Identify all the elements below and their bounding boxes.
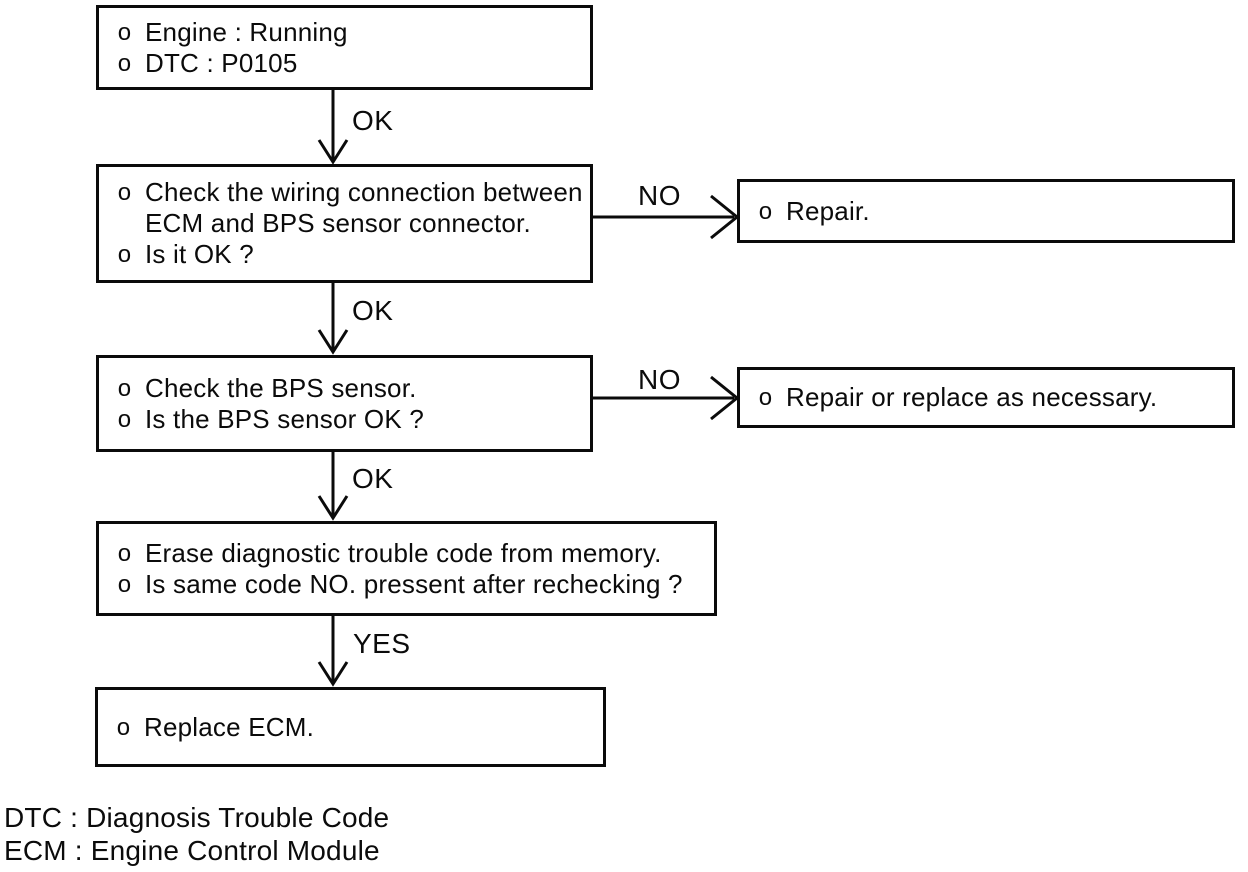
list-item: o Repair or replace as necessary. — [758, 382, 1228, 413]
bullet-marker: o — [117, 18, 132, 46]
arrow-ok-1 — [317, 90, 349, 165]
flow-node-replace-ecm: o Replace ECM. — [95, 687, 606, 767]
legend-line-dtc: DTC : Diagnosis Trouble Code — [4, 802, 390, 833]
list-item: o Is same code NO. pressent after rechec… — [117, 569, 710, 600]
bullet-marker: o — [117, 49, 132, 77]
bullet-marker: o — [117, 405, 132, 433]
node-text: Check the wiring connection between ECM … — [145, 177, 583, 238]
node-text: Repair or replace as necessary. — [786, 382, 1158, 412]
bullet-marker: o — [758, 197, 773, 225]
node-text: DTC : P0105 — [145, 47, 298, 78]
list-item: o Repair. — [758, 196, 1228, 227]
abbreviation-legend: DTC : Diagnosis Trouble Code ECM : Engin… — [4, 801, 389, 867]
list-item: o Is the BPS sensor OK ? — [117, 404, 586, 435]
list-item: o DTC : P0105 — [117, 48, 586, 79]
list-item: o Erase diagnostic trouble code from mem… — [117, 538, 710, 569]
bullet-marker: o — [758, 384, 773, 411]
flow-node-repair: o Repair. — [737, 179, 1235, 243]
list-item: o Is it OK ? — [117, 239, 586, 270]
flow-node-check-bps: o Check the BPS sensor. o Is the BPS sen… — [96, 355, 593, 452]
list-item: o Check the wiring connection between EC… — [117, 177, 586, 239]
node-text: Check the BPS sensor. — [145, 372, 417, 403]
arrow-yes-1 — [317, 616, 349, 687]
arrow-ok-2 — [317, 283, 349, 355]
flow-node-start: o Engine : Running o DTC : P0105 — [96, 5, 593, 90]
edge-label-ok-2: OK — [352, 295, 394, 326]
bullet-marker: o — [117, 539, 132, 567]
bullet-marker: o — [117, 241, 132, 268]
edge-label-yes-1: YES — [353, 628, 411, 659]
flow-node-check-wiring: o Check the wiring connection between EC… — [96, 164, 593, 283]
bullet-marker: o — [117, 570, 132, 598]
node-text: Is the BPS sensor OK ? — [145, 403, 424, 434]
flow-node-repair-replace: o Repair or replace as necessary. — [737, 367, 1235, 428]
node-text: Is it OK ? — [145, 239, 254, 269]
edge-label-ok-1: OK — [352, 105, 394, 136]
edge-label-no-2: NO — [638, 364, 681, 395]
list-item: o Replace ECM. — [116, 712, 599, 743]
list-item: o Engine : Running — [117, 17, 586, 48]
bullet-marker: o — [116, 713, 131, 741]
bullet-marker: o — [117, 179, 132, 206]
node-text: Replace ECM. — [144, 711, 315, 742]
edge-label-no-1: NO — [638, 180, 681, 211]
node-text: Repair. — [786, 195, 870, 226]
node-text: Erase diagnostic trouble code from memor… — [145, 537, 662, 568]
list-item: o Check the BPS sensor. — [117, 373, 586, 404]
arrow-ok-3 — [317, 452, 349, 521]
edge-label-ok-3: OK — [352, 463, 394, 494]
bullet-marker: o — [117, 374, 132, 402]
node-text: Engine : Running — [145, 16, 348, 47]
node-text: Is same code NO. pressent after rechecki… — [145, 568, 683, 599]
flow-node-erase-code: o Erase diagnostic trouble code from mem… — [96, 521, 717, 616]
legend-line-ecm: ECM : Engine Control Module — [4, 835, 380, 866]
